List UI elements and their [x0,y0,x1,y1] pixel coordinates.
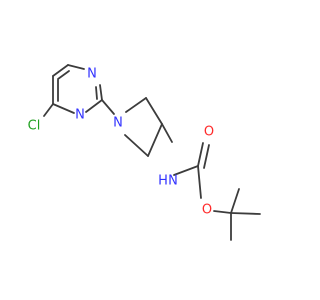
amide-hydrogen-label: H [158,174,168,189]
bond [145,97,163,125]
bond-layer [43,64,261,241]
bond [124,134,149,157]
bond [213,210,232,214]
pyrimidine-nitrogen-label: N [75,108,85,123]
bond [95,86,98,100]
molecule-structure-diagram: Cl N N N H N O O [28,64,261,241]
bond [101,99,115,115]
bond [52,64,69,77]
bond [85,99,103,113]
atom-label-layer: Cl N N N H N O O [28,67,214,218]
bond [197,142,204,167]
bond [173,165,199,176]
bond [230,188,240,214]
bond [147,123,163,157]
bond [67,64,85,70]
bond [57,70,70,80]
pyrrolidine-nitrogen-label: N [113,116,123,131]
amide-nitrogen-label: N [168,174,178,189]
ester-oxygen-label: O [202,203,212,218]
bond [230,212,261,215]
bond [161,123,173,143]
bond [99,84,103,101]
bond [43,103,54,117]
pyrimidine-nitrogen-label: N [87,67,97,82]
carbonyl-oxygen-label: O [204,125,214,140]
bond [197,165,202,199]
chlorine-atom-label: Cl [28,119,41,134]
bond [52,103,75,114]
bond [203,144,210,169]
bond [125,97,147,113]
